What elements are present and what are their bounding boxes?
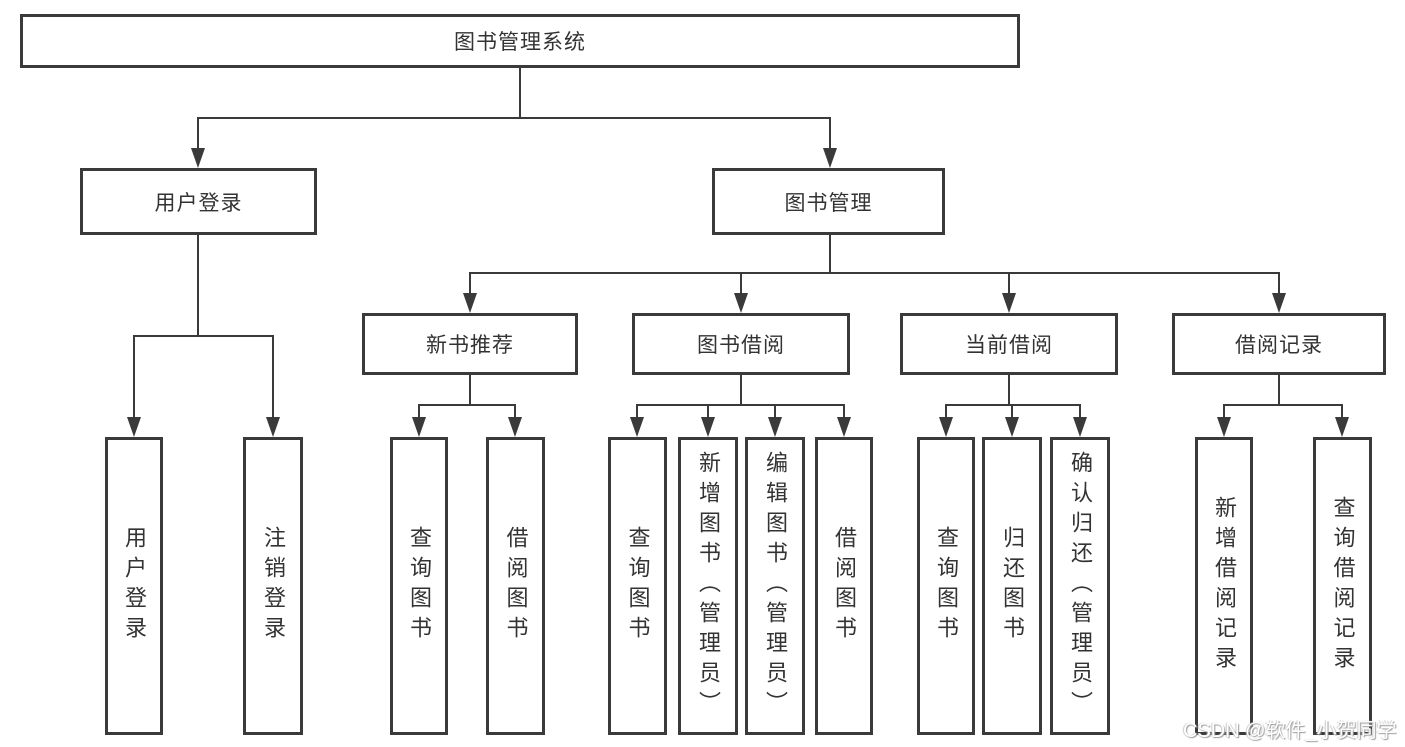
leaf-borrow-books-1: 借阅图书: [486, 437, 545, 735]
leaf-label: 查询图书: [407, 526, 432, 646]
leaf-label: 新增图书（管理员）: [696, 451, 721, 721]
connector-line: [945, 404, 1081, 406]
leaf-edit-books-admin: 编辑图书（管理员）: [745, 437, 805, 735]
leaf-label: 借阅图书: [503, 526, 529, 646]
connector-line: [133, 335, 135, 420]
arrowhead-icon: [630, 417, 644, 437]
leaf-return-books: 归还图书: [982, 437, 1042, 735]
leaf-user-login: 用户登录: [105, 437, 163, 735]
arrowhead-icon: [734, 293, 748, 313]
leaf-label: 确认归还（管理员）: [1068, 451, 1093, 721]
arrowhead-icon: [1217, 417, 1231, 437]
node-label: 当前借阅: [965, 334, 1053, 357]
node-label: 用户登录: [154, 191, 243, 215]
leaf-label: 注销登录: [261, 526, 286, 646]
connector-line: [1008, 272, 1010, 296]
connector-line: [1278, 272, 1280, 296]
arrowhead-icon: [127, 417, 141, 437]
connector-line: [740, 375, 742, 406]
connector-line: [418, 404, 420, 420]
leaf-logout: 注销登录: [243, 437, 303, 735]
connector-line: [514, 404, 516, 420]
node-book-borrow: 图书借阅: [632, 313, 850, 375]
leaf-add-books-admin: 新增图书（管理员）: [678, 437, 738, 735]
node-book-management: 图书管理: [712, 168, 945, 235]
connector-line: [1223, 404, 1225, 420]
connector-line: [1278, 375, 1280, 406]
arrowhead-icon: [463, 293, 477, 313]
connector-line: [774, 404, 776, 420]
leaf-query-borrow-record: 查询借阅记录: [1313, 437, 1372, 735]
leaf-confirm-return-admin: 确认归还（管理员）: [1050, 437, 1110, 735]
connector-line: [197, 117, 199, 152]
leaf-query-books-3: 查询图书: [917, 437, 975, 735]
leaf-label: 查询借阅记录: [1330, 496, 1356, 676]
node-root-label: 图书管理系统: [454, 31, 586, 54]
leaf-query-books-2: 查询图书: [608, 437, 667, 735]
node-new-book-recommend: 新书推荐: [362, 313, 578, 375]
connector-line: [1008, 375, 1010, 406]
connector-line: [740, 272, 742, 296]
connector-line: [469, 272, 1280, 274]
connector-line: [843, 404, 845, 420]
connector-line: [945, 404, 947, 420]
connector-line: [197, 117, 831, 119]
arrowhead-icon: [837, 417, 851, 437]
node-borrow-record: 借阅记录: [1172, 313, 1386, 375]
arrowhead-icon: [939, 417, 953, 437]
arrowhead-icon: [508, 417, 522, 437]
arrowhead-icon: [412, 417, 426, 437]
connector-line: [469, 375, 471, 406]
leaf-add-borrow-record: 新增借阅记录: [1195, 437, 1253, 735]
node-label: 新书推荐: [426, 334, 514, 357]
connector-line: [469, 272, 471, 296]
leaf-label: 新增借阅记录: [1212, 496, 1237, 676]
leaf-label: 编辑图书（管理员）: [763, 451, 788, 721]
connector-line: [1011, 404, 1013, 420]
arrowhead-icon: [1005, 417, 1019, 437]
leaf-label: 借阅图书: [832, 526, 857, 646]
connector-line: [418, 404, 516, 406]
connector-line: [133, 335, 274, 337]
node-label: 图书借阅: [697, 334, 785, 357]
arrowhead-icon: [1272, 293, 1286, 313]
arrowhead-icon: [823, 148, 837, 168]
connector-line: [1341, 404, 1343, 420]
leaf-label: 用户登录: [122, 526, 147, 646]
node-user-login: 用户登录: [80, 168, 317, 235]
node-label: 图书管理: [784, 191, 873, 215]
connector-line: [707, 404, 709, 420]
arrowhead-icon: [701, 417, 715, 437]
arrowhead-icon: [768, 417, 782, 437]
arrowhead-icon: [1073, 417, 1087, 437]
connector-line: [636, 404, 638, 420]
connector-line: [272, 335, 274, 420]
leaf-label: 归还图书: [1000, 526, 1025, 646]
csdn-watermark: CSDN @软件_小贺同学: [1183, 720, 1397, 742]
leaf-label: 查询图书: [934, 526, 959, 646]
connector-line: [1079, 404, 1081, 420]
connector-line: [1223, 404, 1343, 406]
connector-line: [829, 235, 831, 273]
connector-line: [197, 235, 199, 335]
node-root-system: 图书管理系统: [20, 14, 1020, 68]
connector-line: [829, 117, 831, 152]
connector-line: [636, 404, 845, 406]
arrowhead-icon: [1002, 293, 1016, 313]
leaf-borrow-books-2: 借阅图书: [815, 437, 873, 735]
leaf-label: 查询图书: [625, 526, 651, 646]
arrowhead-icon: [266, 417, 280, 437]
node-label: 借阅记录: [1235, 334, 1323, 357]
connector-line: [519, 68, 521, 118]
arrowhead-icon: [191, 148, 205, 168]
arrowhead-icon: [1335, 417, 1349, 437]
leaf-query-books-1: 查询图书: [390, 437, 448, 735]
node-current-borrow: 当前借阅: [900, 313, 1118, 375]
